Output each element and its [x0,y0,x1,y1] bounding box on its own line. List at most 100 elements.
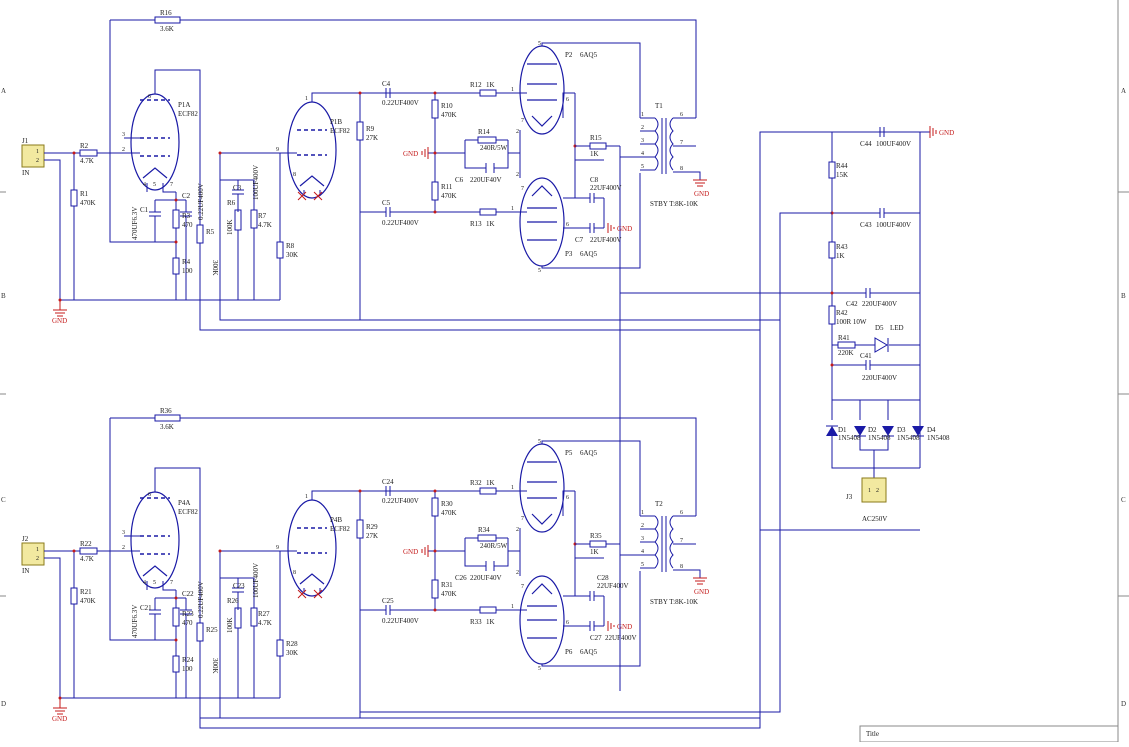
d2-value: 1N5408 [868,434,891,442]
r7-value: 4.7K [258,221,272,229]
r15-value: 1K [590,548,599,556]
tube-top-pin-7: 7 [521,118,524,124]
transformer-pin-5: 5 [641,562,644,568]
b-plus-wiring [200,212,832,719]
connector-ref: J1 [22,137,29,145]
transformer-pin-2: 2 [641,523,644,529]
r10-ref: R30 [441,500,453,508]
d4-value: 1N5408 [927,434,950,442]
tube-bot-pin-6: 6 [566,620,569,626]
transformer-pin-4: 4 [641,151,644,157]
r11-ref: R11 [441,183,453,191]
r4-value: 100 [182,665,193,673]
tube-bot-pin-7: 7 [521,186,524,192]
r4-ref: R24 [182,656,194,664]
channel-2 [21,414,921,729]
c43-ref: C43 [860,221,872,229]
c3-ref: C3 [233,184,242,192]
tube-top-pin-2: 2 [516,129,519,135]
connector-pin-1: 1 [36,149,39,155]
r-fb-ref: R36 [160,407,172,415]
tube-bot-pin-5: 5 [538,666,541,672]
r14-ref: R14 [478,128,490,136]
c7-value: 22UF400V [605,634,637,642]
tube-top-pin-5: 5 [538,439,541,445]
tube2-ref: P1B [330,118,342,126]
r14-value: 240R/5W [480,542,508,550]
zone-label-left-d: D [1,700,6,708]
transformer-pin-7: 7 [680,538,683,544]
r-input-value: 4.7K [80,555,94,563]
zone-label-right-b: B [1121,292,1126,300]
tube-top-pin-2: 2 [516,527,519,533]
zone-label-right-a: A [1121,87,1126,95]
transformer-pin-4: 4 [641,549,644,555]
tube1-pin-7: 7 [170,182,173,188]
c2-ref: C2 [182,192,191,200]
r12-ref: R32 [470,479,482,487]
connector-pin-2: 2 [36,556,39,562]
r12-ref: R12 [470,81,482,89]
transformer-pin-3: 3 [641,138,644,144]
j3-pin-2: 2 [876,488,879,494]
c41-ref: C41 [860,352,872,360]
tube-bot-pin-1: 1 [511,206,514,212]
c6-ref: C6 [455,176,464,184]
r12-value: 1K [486,479,495,487]
r4-ref: R4 [182,258,191,266]
d3-value: 1N5408 [897,434,920,442]
tube-top-type: 6AQ5 [580,449,598,457]
d1-ref: D1 [838,426,847,434]
zone-label-left-b: B [1,292,6,300]
r5-ref: R5 [206,228,215,236]
tube1-type: ECF82 [178,110,198,118]
r9-value: 27K [366,532,378,540]
tube-bot-ref: P6 [565,648,573,656]
c3-ref: C23 [233,582,245,590]
tube2-pin-1: 1 [305,494,308,500]
transformer-pin-6: 6 [680,112,683,118]
d4-ref: D4 [927,426,936,434]
c2-value: 0.22UF400V [197,183,205,220]
c6-value: 220UF40V [470,176,502,184]
bias-gnd-label: GND [403,548,418,556]
r3-ref: R23 [182,610,194,618]
tube1-pin-5: 5 [153,182,156,188]
tube1-type: ECF82 [178,508,198,516]
r4-value: 100 [182,267,193,275]
r15-ref: R35 [590,532,602,540]
c7-gnd-label: GND [617,623,632,631]
r10-value: 470K [441,509,457,517]
c6-ref: C26 [455,574,467,582]
r12-value: 1K [486,81,495,89]
c8-value: 22UF400V [597,582,629,590]
r10-ref: R10 [441,102,453,110]
c7-ref: C27 [590,634,602,642]
connector-pin-2: 2 [36,158,39,164]
zone-label-left-c: C [1,496,6,504]
r-grid-ref: R21 [80,588,92,596]
tube-top-ref: P5 [565,449,573,457]
tube1-pin-5: 5 [153,580,156,586]
tube-top-pin-7: 7 [521,516,524,522]
r8-value: 30K [286,251,298,259]
r9-ref: R9 [366,125,375,133]
transformer-pin-7: 7 [680,140,683,146]
d5-ref: D5 [875,324,884,332]
r5-value: 300K [211,658,219,674]
r7-ref: R27 [258,610,270,618]
connector-ref: J2 [22,535,29,543]
tube-top-pin-5: 5 [538,41,541,47]
power-supply: GND C44 100UF400V R44 15K C43 100UF400V … [620,126,954,523]
c5-value: 0.22UF400V [382,219,419,227]
c8-value: 22UF400V [590,184,622,192]
d1-value: 1N5408 [838,434,861,442]
r5-ref: R25 [206,626,218,634]
tube2-type: ECF82 [330,127,350,135]
transformer-gnd-label: GND [694,190,709,198]
r-input-ref: R22 [80,540,92,548]
r44-value: 15K [836,171,848,179]
